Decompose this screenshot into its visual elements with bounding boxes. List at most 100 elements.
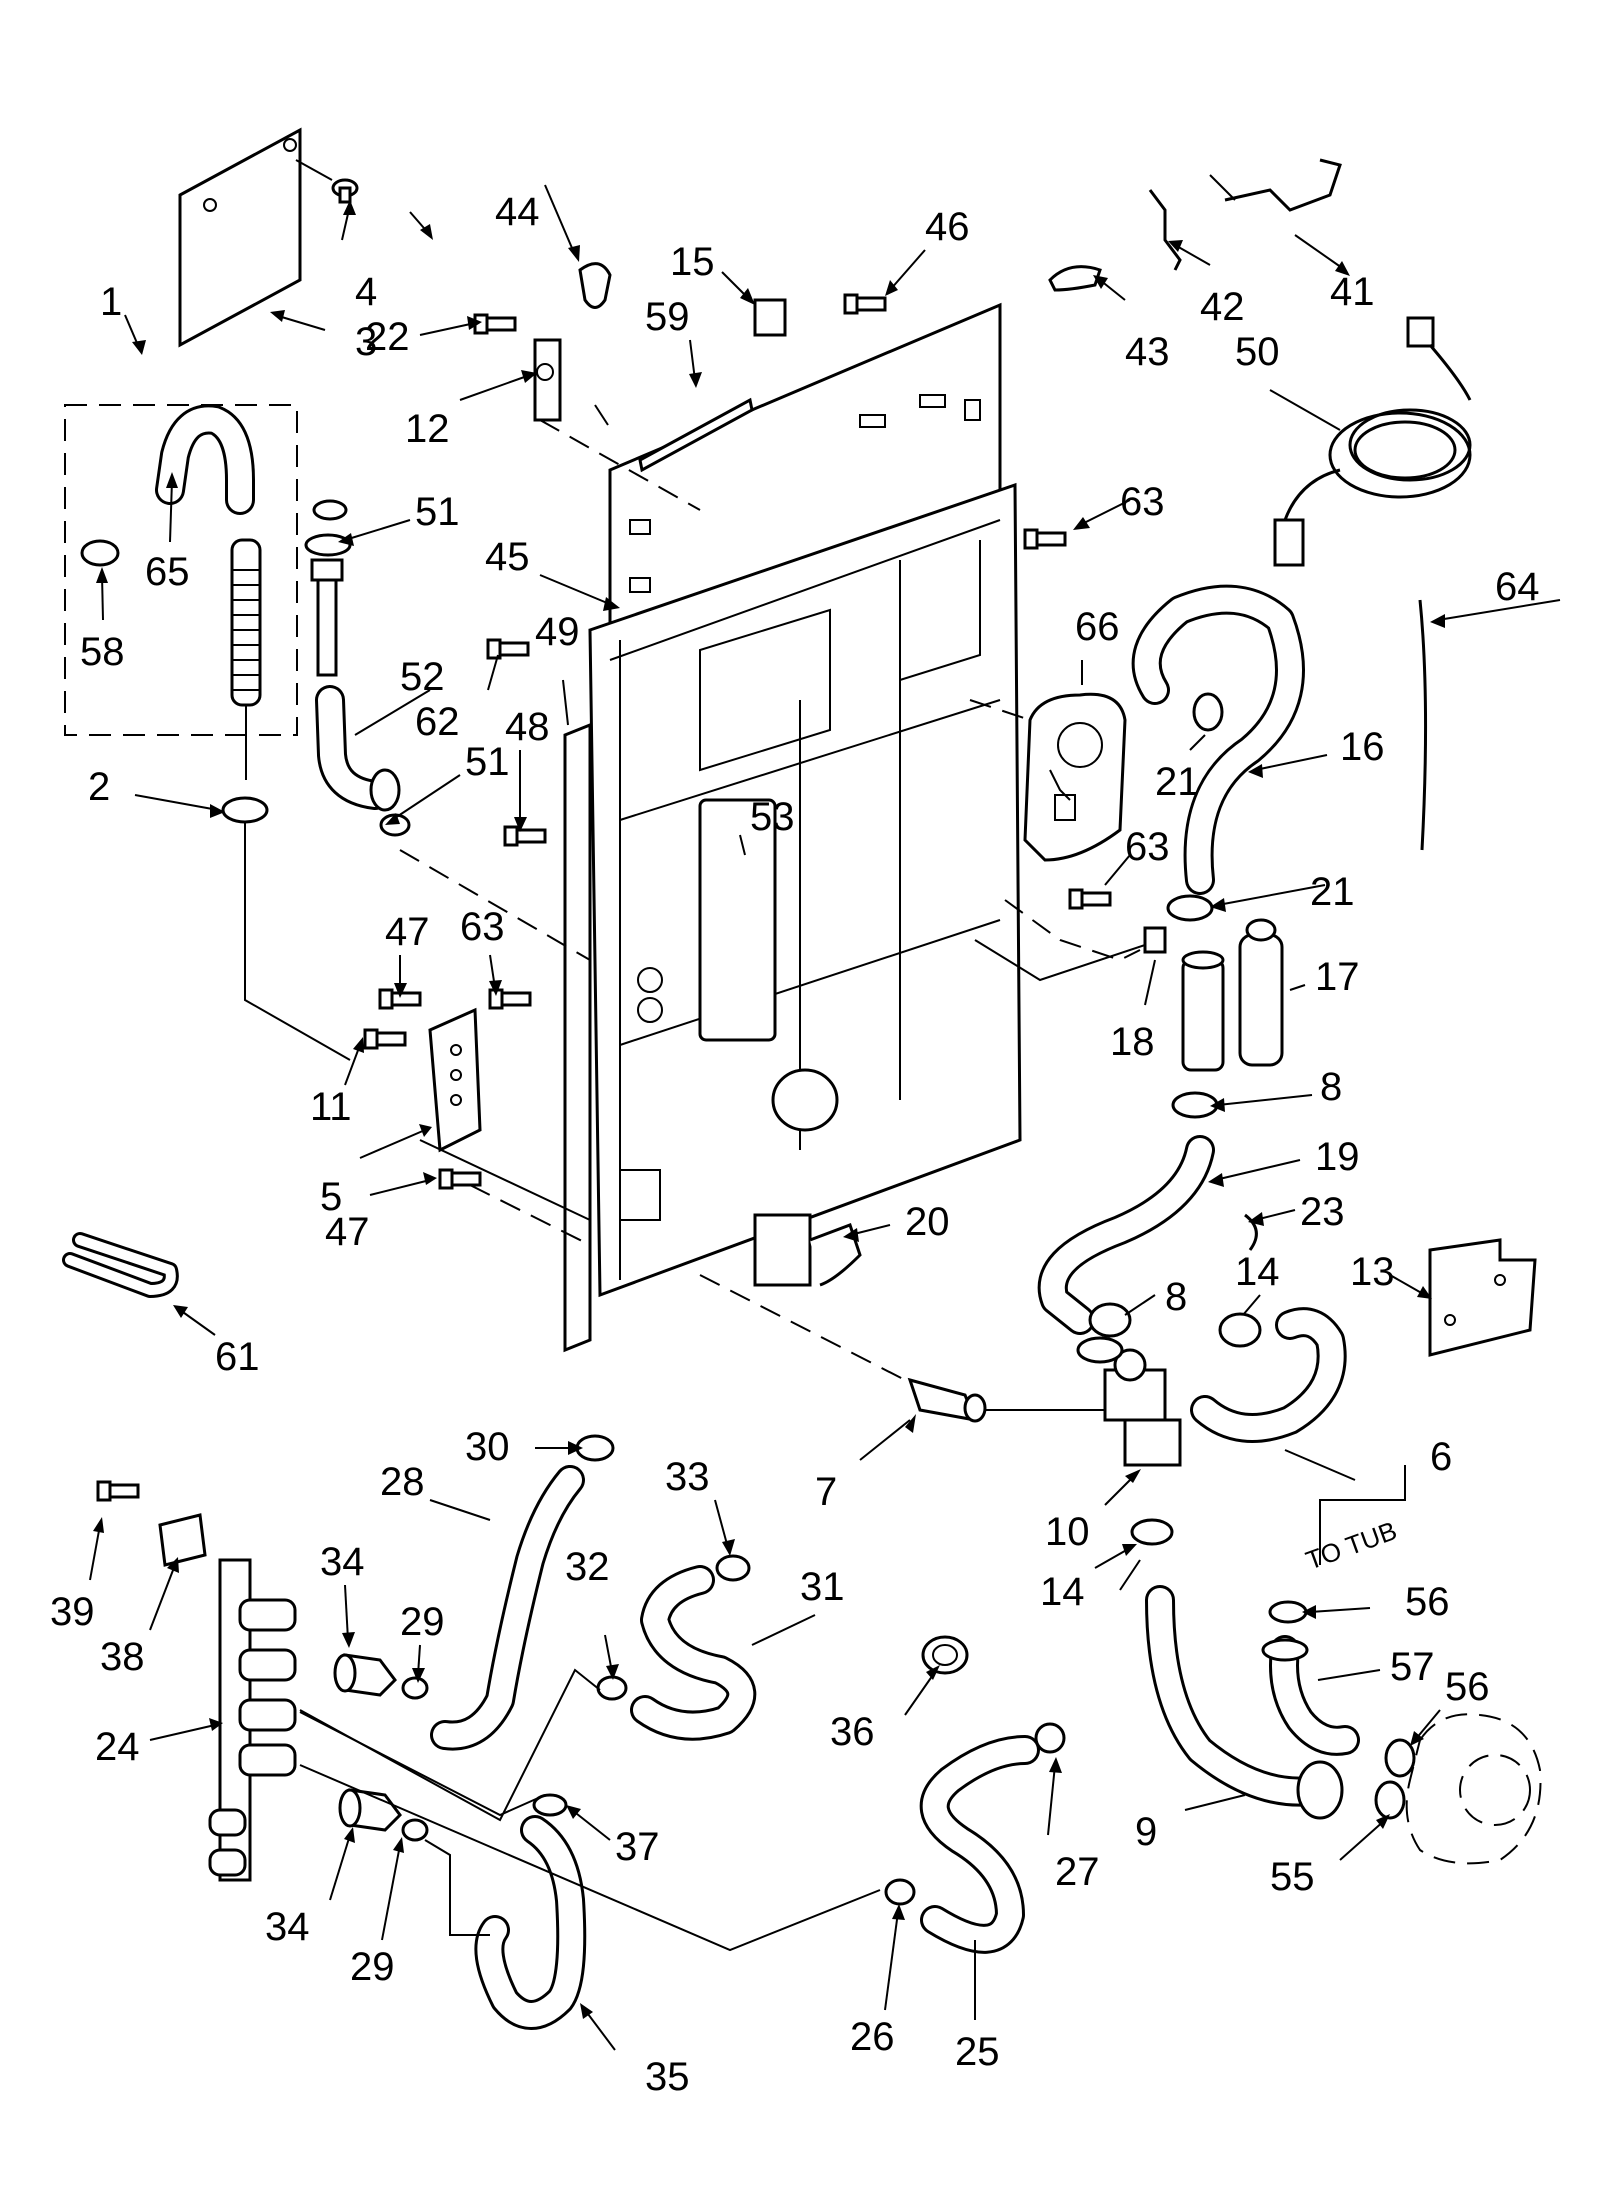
label-42: 42 [1200,285,1245,329]
label-9: 9 [1135,1810,1157,1854]
label-47b: 47 [325,1210,370,1254]
label-32: 32 [565,1545,610,1589]
label-56b: 56 [1445,1665,1490,1709]
bracket-42 [1148,189,1182,271]
label-34: 34 [320,1540,365,1584]
label-4: 4 [355,270,377,314]
clamp-29-bottom [401,1818,429,1842]
water-inlet-valve-24 [208,1558,297,1882]
label-2: 2 [88,765,110,809]
label-29: 29 [400,1600,445,1644]
hose-57 [1261,1635,1360,1756]
label-19: 19 [1315,1135,1360,1179]
label-33: 33 [665,1455,710,1499]
label-7: 7 [815,1470,837,1514]
clamp-56-top [1268,1600,1308,1624]
label-10: 10 [1045,1510,1090,1554]
clamp-55 [1374,1780,1406,1820]
label-24: 24 [95,1725,140,1769]
label-15: 15 [670,240,715,284]
label-44: 44 [495,190,540,234]
label-51b: 51 [465,740,510,784]
pump-cover-66 [1023,692,1127,862]
callout-labels: 1 2 3 4 5 6 7 8 8 9 10 11 12 13 14 14 15… [50,190,1540,2099]
hose-19 [1037,1135,1215,1335]
screw-11 [363,1028,407,1050]
clamp-21-bottom [1166,894,1214,922]
hose-35 [474,1815,587,2030]
screw-46 [843,293,887,315]
clamp-26 [884,1878,916,1906]
label-17: 17 [1315,955,1360,999]
clamp-56-right [1384,1738,1416,1778]
screw-22 [473,313,517,335]
screw-47-top [378,988,422,1010]
label-53: 53 [750,795,795,839]
clamp-14-bottom [1130,1518,1174,1546]
screw-62 [486,638,530,660]
hinge-bracket-12 [533,338,562,422]
label-50: 50 [1235,330,1280,374]
hose-25 [919,1735,1040,1954]
nozzle-34-bottom [338,1788,402,1832]
label-20: 20 [905,1200,950,1244]
label-6: 6 [1430,1435,1452,1479]
power-cord-50 [1273,316,1472,567]
drain-hose-52 [304,533,401,812]
hose-clamp-2 [221,796,269,824]
label-64: 64 [1495,565,1540,609]
hose-kit-box [64,404,298,736]
label-59: 59 [645,295,690,339]
label-56: 56 [1405,1580,1450,1624]
hose-9 [1145,1585,1344,1820]
label-63: 63 [1120,480,1165,524]
label-61: 61 [215,1335,260,1379]
callout-leaders [89,174,1561,2051]
label-21: 21 [1155,760,1200,804]
label-25: 25 [955,2030,1000,2074]
label-8b: 8 [1165,1275,1187,1319]
label-47: 47 [385,910,430,954]
bracket-18 [1143,926,1167,954]
corrugated-hose [230,538,262,707]
clip-44 [578,262,612,309]
panel-strip-59 [638,397,754,473]
label-41: 41 [1330,270,1375,314]
mount-plate-38 [158,1513,207,1567]
screw-63-mid [488,988,532,1010]
screw-48 [503,825,547,847]
label-36: 36 [830,1710,875,1754]
label-1: 1 [100,280,122,324]
label-18: 18 [1110,1020,1155,1064]
connector-15 [753,298,787,337]
terminal-block-5 [428,1007,482,1153]
bracket-41 [1224,158,1342,212]
clip-43 [1048,265,1102,292]
label-29b: 29 [350,1945,395,1989]
label-34b: 34 [265,1905,310,1949]
label-63c: 63 [1125,825,1170,869]
label-22: 22 [365,315,410,359]
clamp-33 [715,1554,751,1582]
screw-39 [96,1480,140,1502]
pump-housing [1405,1713,1542,1865]
bracket-13 [1428,1238,1537,1357]
clamp-32 [596,1675,628,1701]
clamp-14-top [1218,1312,1262,1348]
wire-64 [1418,599,1428,851]
label-14: 14 [1235,1250,1280,1294]
hose-6 [1190,1307,1347,1443]
side-trim-49 [563,722,592,1353]
screw-63-top [1023,528,1067,550]
hose-clamp-58 [80,539,120,567]
clip-23 [1244,1213,1258,1251]
label-11: 11 [310,1085,352,1129]
label-55: 55 [1270,1855,1315,1899]
label-16: 16 [1340,725,1385,769]
label-49: 49 [535,610,580,654]
rear-panel [588,302,1022,1298]
label-63b: 63 [460,905,505,949]
hose-16 [1131,584,1305,895]
label-8: 8 [1320,1065,1342,1109]
